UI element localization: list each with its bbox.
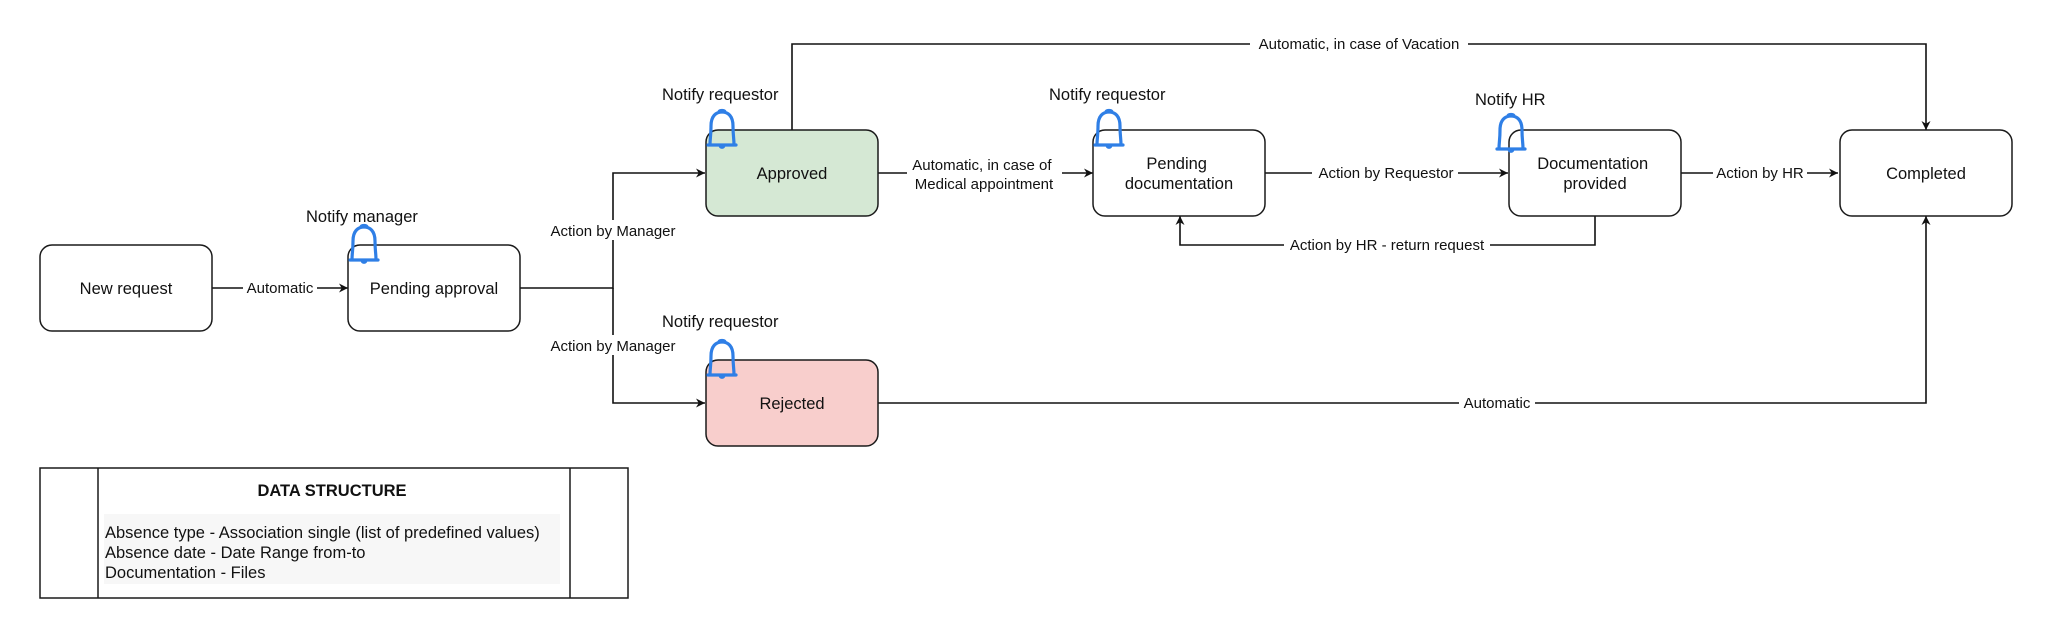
notification-label-rejected: Notify requestor [662, 313, 779, 331]
notification-label-documentation-provided: Notify HR [1475, 91, 1546, 109]
data-structure-line: Absence date - Date Range from-to [105, 544, 365, 562]
edge-rejected-to-completed [878, 216, 1931, 404]
notification-label-pending-approval: Notify manager [306, 208, 418, 226]
notification-label-pending-documentation: Notify requestor [1049, 86, 1166, 104]
node-pending-approval-box [347, 244, 521, 332]
node-approved-label: Approved [757, 165, 828, 183]
node-documentation-provided[interactable]: Documentation provided [1508, 129, 1682, 217]
edge-pending-to-rejected [612, 288, 705, 408]
data-structure-body-bg [104, 514, 560, 584]
edge-label-pending-doc-to-doc-provided: Action by Requestor [1318, 165, 1453, 182]
edge-label-rejected-to-completed: Automatic [1464, 395, 1531, 412]
edge-label-doc-provided-to-pending-doc: Action by HR - return request [1290, 237, 1485, 254]
node-rejected-label: Rejected [759, 395, 824, 413]
node-pending-documentation-label: Pending documentation [1125, 155, 1233, 193]
data-structure-line: Documentation - Files [105, 564, 265, 582]
node-completed[interactable]: Completed [1839, 129, 2013, 217]
node-pending-approval-label: Pending approval [370, 280, 498, 298]
data-structure-title: DATA STRUCTURE [257, 482, 406, 500]
node-approved[interactable]: Approved [705, 129, 879, 217]
edge-label-approved-to-completed: Automatic, in case of Vacation [1259, 36, 1460, 53]
edge-approved-to-completed [791, 43, 1931, 130]
edge-label-new-to-pending: Automatic [247, 280, 314, 297]
node-documentation-provided-box [1508, 129, 1682, 217]
bell-icon [1093, 108, 1125, 149]
node-pending-documentation-box [1092, 129, 1266, 217]
bell-icon [1495, 112, 1527, 153]
edge-label-approved-to-pending-doc: Automatic, in case of Medical appointmen… [912, 157, 1055, 193]
bell-icon [348, 223, 380, 264]
node-completed-box [1839, 129, 2013, 217]
node-pending-approval[interactable]: Pending approval [347, 244, 521, 332]
node-rejected-box [705, 359, 879, 447]
edge-label-doc-provided-to-completed: Action by HR [1716, 165, 1804, 182]
edge-label-pending-to-rejected: Action by Manager [550, 338, 675, 355]
node-rejected[interactable]: Rejected [705, 359, 879, 447]
node-new-request[interactable]: New request [39, 244, 213, 332]
bell-icon [706, 338, 738, 379]
node-completed-label: Completed [1886, 165, 1966, 183]
bell-icon [706, 108, 738, 149]
edge-label-pending-to-approved: Action by Manager [550, 223, 675, 240]
node-approved-box [705, 129, 879, 217]
node-pending-documentation[interactable]: Pending documentation [1092, 129, 1266, 217]
node-new-request-box [39, 244, 213, 332]
data-structure-line: Absence type - Association single (list … [105, 524, 540, 542]
node-new-request-label: New request [80, 280, 173, 298]
node-documentation-provided-label: Documentation provided [1537, 155, 1653, 193]
data-structure-panel: DATA STRUCTURE Absence type - Associatio… [39, 467, 629, 599]
notification-label-approved: Notify requestor [662, 86, 779, 104]
